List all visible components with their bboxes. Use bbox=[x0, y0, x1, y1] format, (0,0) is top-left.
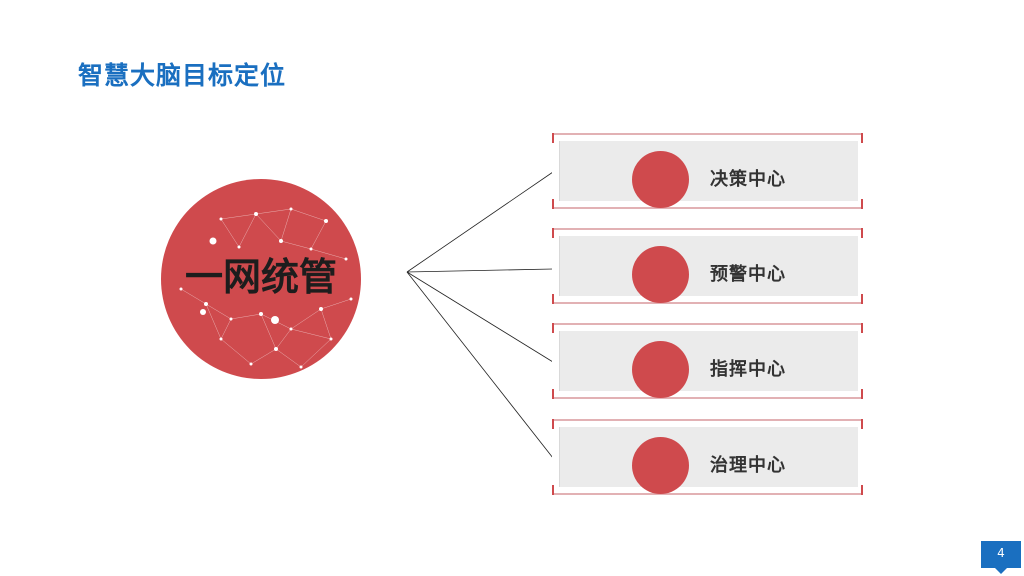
hub-label: 一网统管 bbox=[161, 251, 361, 303]
center-card-governance: 治理中心 bbox=[552, 419, 863, 495]
red-dot-icon bbox=[632, 151, 689, 208]
connector-line bbox=[407, 272, 553, 362]
center-label: 预警中心 bbox=[710, 260, 786, 286]
page-number-badge: 4 bbox=[981, 541, 1021, 568]
center-card-command: 指挥中心 bbox=[552, 323, 863, 399]
card-panel: 决策中心 bbox=[559, 141, 858, 201]
center-label: 治理中心 bbox=[710, 451, 786, 477]
hub: 一网统管 bbox=[161, 179, 361, 379]
red-dot-icon bbox=[632, 246, 689, 303]
card-panel: 治理中心 bbox=[559, 427, 858, 487]
red-dot-icon bbox=[632, 341, 689, 398]
center-card-warning: 预警中心 bbox=[552, 228, 863, 304]
connector-line bbox=[407, 172, 553, 272]
page-number: 4 bbox=[981, 546, 1021, 560]
red-dot-icon bbox=[632, 437, 689, 494]
connector-line bbox=[407, 269, 553, 272]
center-label: 指挥中心 bbox=[710, 355, 786, 381]
card-panel: 预警中心 bbox=[559, 236, 858, 296]
center-label: 决策中心 bbox=[710, 165, 786, 191]
card-panel: 指挥中心 bbox=[559, 331, 858, 391]
center-card-decision: 决策中心 bbox=[552, 133, 863, 209]
connector-line bbox=[407, 272, 553, 458]
